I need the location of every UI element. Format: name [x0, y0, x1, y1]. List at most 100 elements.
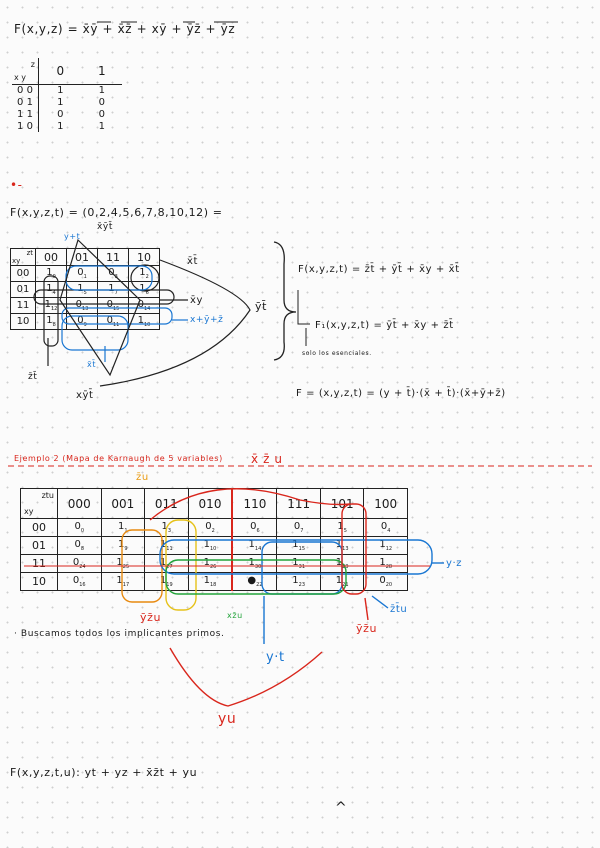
kmap-cell: 08	[58, 537, 102, 555]
col-header: 100	[364, 489, 408, 519]
group-label-xyt-bottom: xȳt̄	[76, 390, 94, 401]
kmap-cell: 09	[67, 314, 98, 330]
example-2-term: x̄ z̄ u	[251, 452, 283, 466]
kmap-cell: 131	[277, 555, 321, 573]
col-header: 010	[188, 489, 232, 519]
kmap-cell: 18	[36, 314, 67, 330]
kmap-cell: 111	[145, 537, 189, 555]
row-label: 1 1	[12, 108, 39, 120]
kmap-cell: 114	[232, 537, 276, 555]
kmap-cell: 14	[36, 282, 67, 298]
pos-form: F = (x,y,z,t) = (y + t̄)·(x̄ + t̄)·(x̄+ȳ…	[296, 388, 506, 399]
label-xzu-green: xz̄u	[227, 611, 243, 620]
kmap-cell: 19	[101, 537, 145, 555]
col-header: 00	[36, 249, 67, 266]
corner-left-label: xy	[24, 507, 33, 516]
final-expression: F(x,y,z,t,u): yt + yz + x̄z̄t + yu	[10, 766, 197, 779]
col-header: 11	[98, 249, 129, 266]
kmap-cell: 128	[364, 555, 408, 573]
kmap-cell: 04	[364, 519, 408, 537]
label-yz-right: y·z	[446, 558, 462, 569]
kmap-cell: 129	[320, 555, 364, 573]
kmap-cell: 110	[129, 314, 160, 330]
row-label: 1 0	[12, 120, 39, 132]
group-label-sum: x+ȳ+z̄	[190, 315, 223, 325]
col-header: 01	[67, 249, 98, 266]
sub-bracket	[298, 290, 310, 324]
group-label-yt: y+t	[64, 232, 80, 241]
row-label: 11	[11, 298, 36, 314]
group-label-zt: z̄t̄	[28, 372, 37, 382]
row-label: 10	[11, 314, 36, 330]
result-expression: F(x,y,z,t) = z̄t̄ + ȳt̄ + x̄y + x̄t̄	[298, 264, 460, 275]
label-yzu-right: ȳz̄u	[356, 622, 377, 635]
kmap-cell: 113	[320, 537, 364, 555]
example-2-title: Ejemplo 2 (Mapa de Karnaugh de 5 variabl…	[14, 454, 223, 463]
label-zu-top: z̄u	[136, 472, 149, 483]
kmap-cell: 00	[58, 519, 102, 537]
label-yzu-left: ȳz̄u	[140, 611, 161, 624]
col-header: 110	[232, 489, 276, 519]
col-header: 011	[145, 489, 189, 519]
row-label: 11	[21, 555, 58, 573]
col-header: 1	[82, 58, 122, 84]
kmap-cell: 130	[232, 555, 276, 573]
cell: 1	[39, 96, 82, 108]
kmap-cell: 02	[188, 519, 232, 537]
dash-mark: •-	[10, 178, 23, 192]
row-label: 0 1	[12, 96, 39, 108]
col-header: 000	[58, 489, 102, 519]
cell: 0	[82, 108, 122, 120]
kmap-corner: zt xy	[11, 249, 36, 266]
kmap-cell: 123	[277, 573, 321, 591]
col-header: 101	[320, 489, 364, 519]
row-label: 01	[11, 282, 36, 298]
corner-top-label: z	[31, 60, 35, 69]
kmap-cell: 15	[67, 282, 98, 298]
label-yt: y·t	[266, 650, 285, 665]
equation-1: F(x,y,z) = x̄ȳ + x̄z̄ + xȳ + ȳz̄ + ȳz	[14, 22, 235, 36]
kmap-cell: 115	[277, 537, 321, 555]
corner-top-label: zt	[27, 249, 33, 257]
table-corner: z x y	[12, 58, 39, 84]
kmap-cell: 112	[36, 298, 67, 314]
yu-brace	[170, 648, 322, 706]
kmap-cell: 024	[58, 555, 102, 573]
kmap-cell: 118	[188, 573, 232, 591]
cell: 1	[39, 84, 82, 96]
col-header: 111	[277, 489, 321, 519]
row-label: 01	[21, 537, 58, 555]
essentials-note: solo los esenciales.	[302, 350, 372, 357]
corner-left-label: xy	[12, 257, 20, 265]
kmap-5var: ztu xy 000 001 011 010 110 111 101 100 0…	[20, 488, 408, 591]
kmap-cell: 015	[98, 298, 129, 314]
col-header: 001	[101, 489, 145, 519]
corner-top-label: ztu	[42, 491, 54, 500]
kmap-cell: 06	[232, 519, 276, 537]
kmap-4var: zt xy 00 01 11 10 00 10 01 03 12 01 14 1…	[10, 248, 160, 330]
implicants-note: · Buscamos todos los implicantes primos.	[14, 629, 224, 639]
corner-left-label: x y	[14, 73, 26, 82]
kmap-cell: 117	[101, 573, 145, 591]
cell: 1	[82, 120, 122, 132]
col-header: 10	[129, 249, 160, 266]
kmap-cell: 119	[145, 573, 189, 591]
caret-mark: ^	[335, 800, 347, 816]
cell: 0	[39, 108, 82, 120]
kmap-corner: ztu xy	[21, 489, 58, 519]
kmap-cell: 020	[364, 573, 408, 591]
kmap-cell: 110	[188, 537, 232, 555]
red-pointer-yzu	[365, 598, 368, 620]
kmap-cell: 12	[129, 266, 160, 282]
kmap-cell: 13	[145, 519, 189, 537]
kmap-cell: 11	[101, 519, 145, 537]
big-brace	[274, 242, 296, 360]
kmap-cell: 127	[145, 555, 189, 573]
kmap-cell: 16	[129, 282, 160, 298]
result-min-expression: F₁(x,y,z,t) = ȳt̄ + x̄y + z̄t̄	[315, 320, 454, 331]
kmap-cell: 011	[98, 314, 129, 330]
kmap-cell: 07	[277, 519, 321, 537]
brace-label: ȳt̄	[255, 300, 267, 313]
blue-pointer-ztu	[372, 596, 388, 608]
kmap-cell: 016	[58, 573, 102, 591]
